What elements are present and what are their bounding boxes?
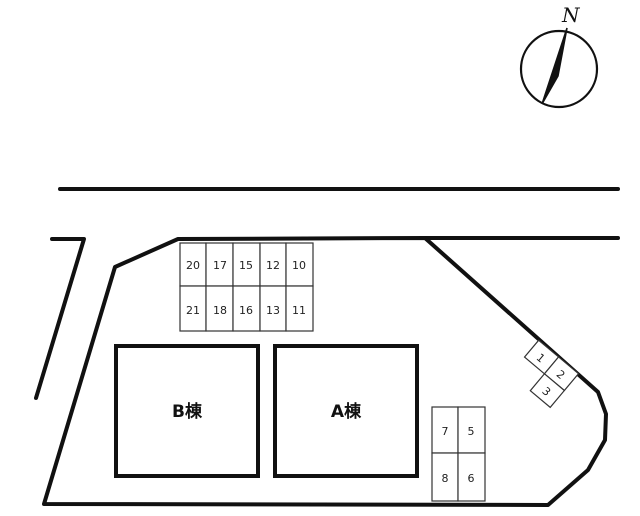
compass-needle-light xyxy=(541,27,568,105)
parking-slot-number: 21 xyxy=(186,304,200,317)
parking-slot-number: 11 xyxy=(292,304,306,317)
parking-slot xyxy=(232,285,261,332)
building-a-outline xyxy=(273,344,419,478)
parking-slot xyxy=(431,452,459,502)
parking-slot xyxy=(457,406,486,454)
building-b-outline xyxy=(114,344,260,478)
parking-slot xyxy=(457,452,486,502)
building-b-label: B棟 xyxy=(172,401,203,422)
parking-grid-diagonal: 1 2 3 xyxy=(523,339,580,409)
parking-slot-number: 5 xyxy=(468,425,475,438)
parking-slot-number: 16 xyxy=(239,304,253,317)
parking-slot xyxy=(285,285,314,332)
parking-grid-top: 20 17 15 12 10 21 18 16 13 11 xyxy=(179,242,314,332)
parking-grid-right: 7 5 8 6 xyxy=(431,406,486,502)
parking-slot-number: 20 xyxy=(186,259,200,272)
compass-ring xyxy=(519,29,599,109)
north-compass: N xyxy=(519,3,599,109)
parking-slot-number: 18 xyxy=(213,304,227,317)
parking-slot xyxy=(285,242,314,287)
parking-slot-number: 8 xyxy=(442,472,449,485)
building-a-label: A棟 xyxy=(331,401,362,422)
parking-slot xyxy=(205,285,234,332)
parking-slot xyxy=(179,285,207,332)
parking-slot-number: 7 xyxy=(442,425,449,438)
building-a: A棟 xyxy=(273,344,419,478)
parking-slot-number: 10 xyxy=(292,259,306,272)
parking-slot-number: 15 xyxy=(239,259,253,272)
north-label: N xyxy=(561,3,581,27)
parking-slot-number: 12 xyxy=(266,259,280,272)
parking-slot-number: 17 xyxy=(213,259,227,272)
parking-slot-number: 6 xyxy=(468,472,475,485)
building-b: B棟 xyxy=(114,344,260,478)
road-left-edge xyxy=(34,237,86,400)
site-boundary xyxy=(42,236,608,507)
parking-slot-number: 13 xyxy=(266,304,280,317)
parking-slot xyxy=(431,406,459,454)
parking-slot xyxy=(529,372,566,409)
